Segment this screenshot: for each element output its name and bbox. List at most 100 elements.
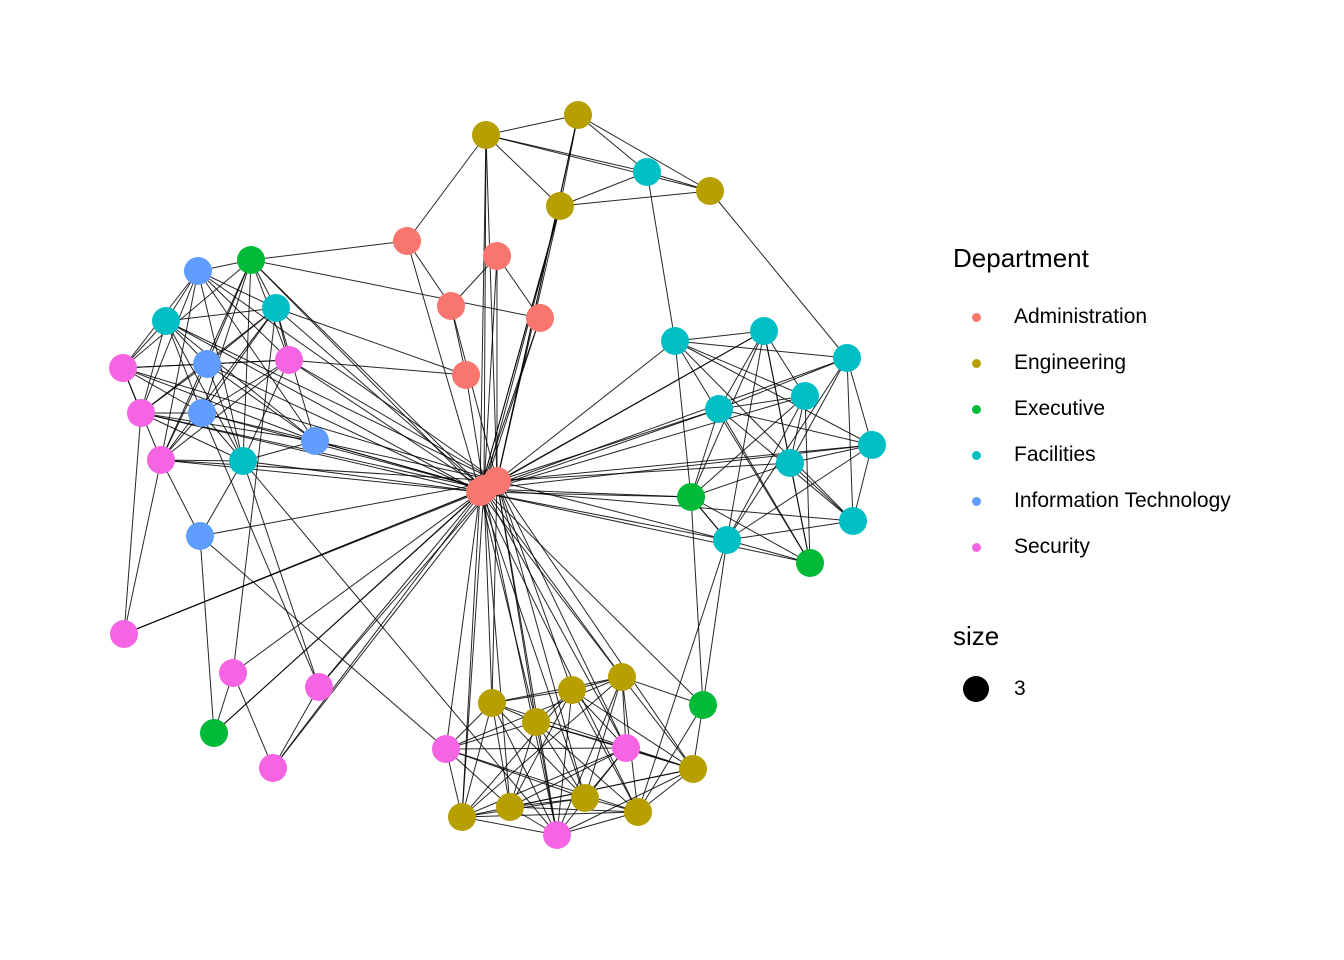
- edge: [201, 307, 277, 414]
- edge: [242, 259, 252, 462]
- edge: [571, 689, 639, 813]
- edge: [496, 480, 728, 541]
- edge: [197, 270, 290, 361]
- node: [188, 399, 216, 427]
- edge: [718, 330, 765, 410]
- edge: [483, 488, 511, 808]
- edge: [479, 491, 728, 541]
- legend-item-engineering: Engineering: [953, 340, 1231, 386]
- network-graph: [109, 101, 886, 849]
- edge: [479, 491, 639, 813]
- node: [679, 755, 707, 783]
- edge: [461, 747, 627, 818]
- edge: [445, 721, 537, 750]
- legend-label: Facilities: [1014, 443, 1096, 466]
- edge: [496, 480, 694, 770]
- edge: [556, 768, 694, 836]
- edge: [479, 491, 586, 799]
- node: [186, 522, 214, 550]
- edge: [483, 488, 854, 522]
- edge: [726, 539, 811, 564]
- node: [184, 257, 212, 285]
- edge: [288, 359, 498, 482]
- node: [152, 307, 180, 335]
- edge: [199, 535, 447, 750]
- node: [546, 192, 574, 220]
- edge: [690, 395, 806, 498]
- nodes-layer: [109, 101, 886, 849]
- edge: [726, 444, 873, 541]
- edge: [242, 359, 290, 462]
- edge: [621, 676, 704, 706]
- node: [110, 620, 138, 648]
- edge: [483, 488, 623, 678]
- edge: [559, 190, 711, 207]
- edge: [556, 676, 623, 836]
- edge: [232, 307, 277, 674]
- edge: [718, 408, 811, 564]
- edge: [250, 240, 408, 261]
- node: [526, 304, 554, 332]
- edge: [483, 488, 493, 704]
- edge: [690, 462, 791, 498]
- edge: [160, 363, 208, 461]
- edge: [577, 114, 648, 173]
- edge: [165, 320, 244, 462]
- edge: [483, 488, 692, 498]
- node: [483, 242, 511, 270]
- node: [452, 361, 480, 389]
- edge: [496, 114, 579, 482]
- edge: [461, 689, 573, 818]
- edge: [197, 270, 277, 309]
- edge: [318, 491, 481, 688]
- edge: [726, 395, 806, 541]
- node: [109, 354, 137, 382]
- node: [624, 798, 652, 826]
- edge: [483, 488, 704, 706]
- edge: [206, 363, 481, 493]
- edge: [272, 480, 498, 769]
- edge: [199, 535, 215, 734]
- edge: [674, 330, 765, 342]
- node: [677, 483, 705, 511]
- edge: [140, 412, 244, 462]
- node: [466, 478, 494, 506]
- edge: [535, 721, 639, 813]
- edge: [637, 539, 728, 813]
- edge: [318, 480, 498, 688]
- node: [437, 292, 465, 320]
- size-legend-item: 3: [953, 666, 1026, 712]
- edge: [584, 676, 623, 799]
- edge: [726, 520, 854, 541]
- edge: [123, 412, 142, 635]
- node: [705, 395, 733, 423]
- edge: [406, 134, 487, 242]
- edge: [314, 440, 498, 482]
- edge: [201, 259, 252, 414]
- edge: [275, 307, 316, 442]
- edge: [445, 748, 511, 808]
- edge: [406, 240, 481, 493]
- edge: [556, 689, 573, 836]
- edge: [509, 806, 639, 813]
- edge: [559, 171, 648, 207]
- node: [713, 526, 741, 554]
- legend-label: Security: [1014, 535, 1090, 558]
- edge: [789, 462, 811, 564]
- edge: [461, 491, 481, 818]
- edge: [485, 134, 648, 173]
- node: [791, 382, 819, 410]
- node: [858, 431, 886, 459]
- legend-label: Executive: [1014, 397, 1106, 420]
- node: [633, 158, 661, 186]
- edge: [165, 320, 316, 442]
- edge: [461, 676, 623, 818]
- legend-label: Engineering: [1014, 351, 1127, 374]
- edge: [690, 408, 720, 498]
- legend-item-security: Security: [953, 524, 1231, 570]
- edge: [535, 721, 586, 799]
- edge: [709, 190, 848, 359]
- edge: [232, 672, 274, 769]
- node: [219, 659, 247, 687]
- node: [833, 344, 861, 372]
